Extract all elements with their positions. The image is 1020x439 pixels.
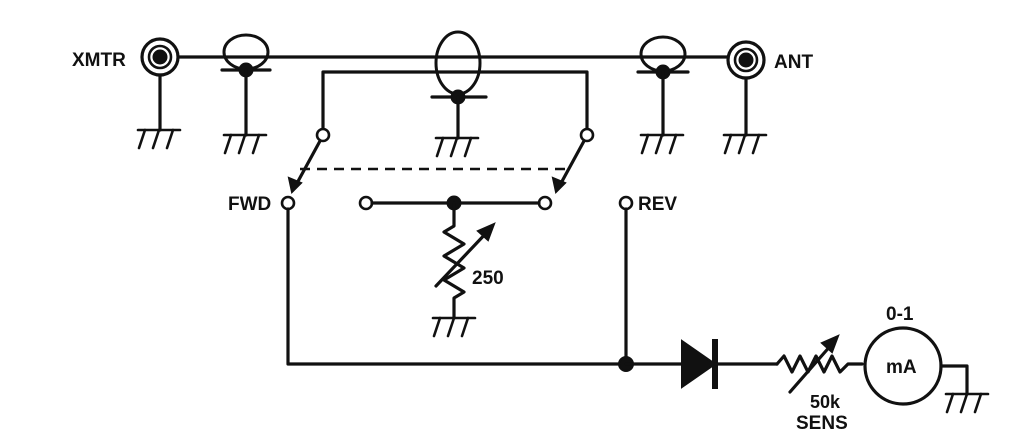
switch-wiper-left: [287, 139, 322, 195]
ant-label: ANT: [774, 52, 813, 73]
ground-symbol: [944, 392, 990, 414]
left-bead-element: [220, 33, 272, 137]
ground-symbol: [222, 133, 268, 155]
ground-symbol: [722, 133, 768, 155]
switch-contact: [358, 195, 374, 211]
meter-ground-wire: [939, 364, 969, 396]
switch-contact: [579, 127, 595, 143]
ground-symbol: [431, 316, 477, 338]
switch-contact: [537, 195, 553, 211]
sens-name-label: SENS: [796, 413, 848, 434]
ground-symbol: [434, 136, 480, 158]
rev-contact: [618, 195, 634, 211]
center-bead-element: [430, 30, 488, 140]
right-bead-element: [636, 35, 690, 137]
sens-variable-resistor: [775, 334, 864, 394]
xmtr-connector: [140, 37, 180, 132]
ant-connector: [726, 40, 766, 137]
ground-symbol: [136, 128, 182, 150]
ground-symbol: [639, 133, 685, 155]
variable-resistor-250: [434, 201, 496, 320]
rev-label: REV: [638, 194, 677, 215]
resistor-value-label: 250: [472, 268, 504, 289]
fwd-wire: [286, 207, 628, 366]
switch-contact: [315, 127, 331, 143]
sampling-loop: [321, 70, 589, 130]
xmtr-label: XMTR: [72, 50, 126, 71]
meter-range-label: 0-1: [886, 304, 914, 325]
fwd-contact: [280, 195, 296, 211]
meter-unit-label: mA: [886, 357, 917, 378]
switch-wiper-right: [551, 139, 586, 195]
sens-value-label: 50k: [810, 392, 841, 412]
fwd-label: FWD: [228, 194, 271, 215]
diode: [681, 339, 718, 389]
